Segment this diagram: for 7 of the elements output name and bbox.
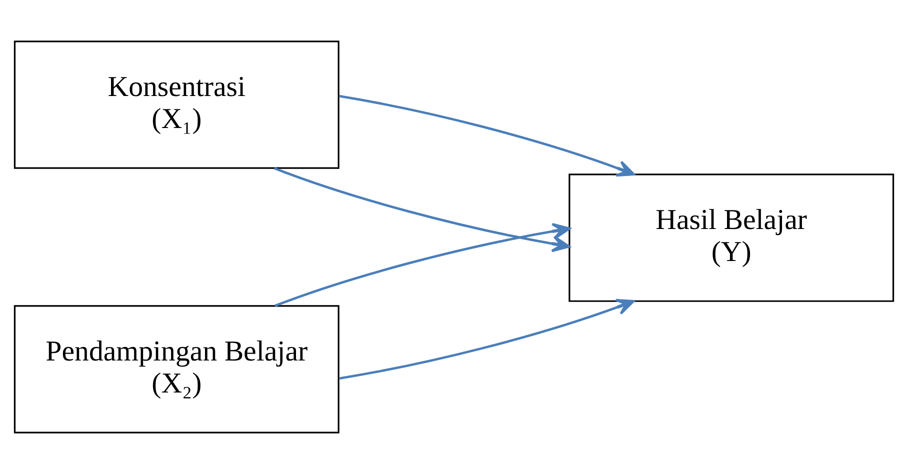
arrow bbox=[339, 94, 635, 176]
arrow bbox=[274, 222, 571, 306]
node-box: Konsentrasi (X₁) bbox=[14, 40, 340, 168]
arrow bbox=[339, 298, 635, 380]
node-box: Pendampingan Belajar (X₂) bbox=[14, 304, 340, 433]
node-box: Hasil Belajar (Y) bbox=[568, 173, 894, 302]
arrow bbox=[274, 166, 570, 252]
